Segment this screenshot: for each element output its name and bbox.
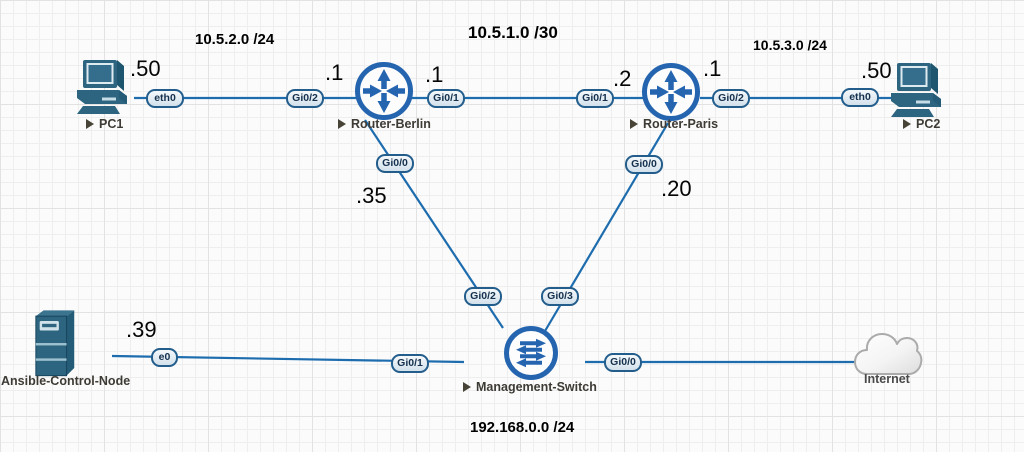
router-berlin-icon[interactable] [352,59,416,123]
address-label-ansible[interactable]: .39 [126,317,157,342]
address-label-paris-lan-gw[interactable]: .1 [703,56,722,81]
internet-cloud-icon[interactable] [853,328,923,378]
address-label-paris-wan[interactable]: .2 [613,66,632,91]
interface-badge-pc2-eth0[interactable]: eth0 [841,88,879,107]
network-label-management[interactable]: 192.168.0.0 /24 [470,419,575,436]
node-label-router-berlin[interactable]: Router-Berlin [338,117,431,131]
interface-badge-switch-gi0-1[interactable]: Gi0/1 [391,354,429,373]
ansible-control-node-icon[interactable] [32,308,80,380]
node-label-internet[interactable]: Internet [864,372,910,386]
interface-badge-switch-gi0-2[interactable]: Gi0/2 [464,287,502,306]
network-label-wan[interactable]: 10.5.1.0 /30 [468,23,558,42]
node-label-text: Ansible-Control-Node [1,374,131,388]
pc2-icon[interactable] [890,61,948,121]
play-marker-icon [463,382,471,392]
node-label-management-switch[interactable]: Management-Switch [463,380,597,394]
node-label-pc1[interactable]: PC1 [86,117,123,131]
address-label-pc2[interactable]: .50 [861,58,892,83]
interface-badge-paris-gi0-2[interactable]: Gi0/2 [712,89,750,108]
address-label-berlin-lan-gw[interactable]: .1 [325,60,344,85]
address-label-paris-mgmt[interactable]: .20 [661,176,692,201]
node-label-text: Router-Paris [643,117,719,131]
interface-badge-berlin-gi0-2[interactable]: Gi0/2 [286,89,324,108]
play-marker-icon [338,119,346,129]
play-marker-icon [903,119,911,129]
interface-badge-switch-gi0-0[interactable]: Gi0/0 [604,353,642,372]
node-label-text: Router-Berlin [351,117,431,131]
interface-badge-berlin-gi0-0[interactable]: Gi0/0 [376,154,414,173]
interface-badge-switch-gi0-3[interactable]: Gi0/3 [541,287,579,306]
address-label-berlin-wan[interactable]: .1 [425,62,444,87]
management-switch-icon[interactable] [501,323,561,383]
node-label-ansible-control-node[interactable]: Ansible-Control-Node [1,374,130,388]
router-paris-icon[interactable] [639,60,703,124]
node-label-text: PC2 [916,117,941,131]
pc1-icon[interactable] [76,58,134,118]
node-label-pc2[interactable]: PC2 [903,117,940,131]
network-label-berlin-lan[interactable]: 10.5.2.0 /24 [195,31,275,48]
interface-badge-paris-gi0-1[interactable]: Gi0/1 [576,89,614,108]
interface-badge-berlin-gi0-1[interactable]: Gi0/1 [427,89,465,108]
interface-badge-pc1-eth0[interactable]: eth0 [146,89,184,108]
interface-badge-ansible-e0[interactable]: e0 [151,348,178,367]
interface-badge-paris-gi0-0[interactable]: Gi0/0 [625,155,663,174]
play-marker-icon [86,119,94,129]
node-label-text: Internet [864,372,910,386]
node-label-text: Management-Switch [476,380,597,394]
network-label-paris-lan[interactable]: 10.5.3.0 /24 [753,37,827,53]
address-label-berlin-mgmt[interactable]: .35 [356,183,387,208]
play-marker-icon [630,119,638,129]
address-label-pc1[interactable]: .50 [130,56,161,81]
node-label-router-paris[interactable]: Router-Paris [630,117,718,131]
node-label-text: PC1 [99,117,124,131]
